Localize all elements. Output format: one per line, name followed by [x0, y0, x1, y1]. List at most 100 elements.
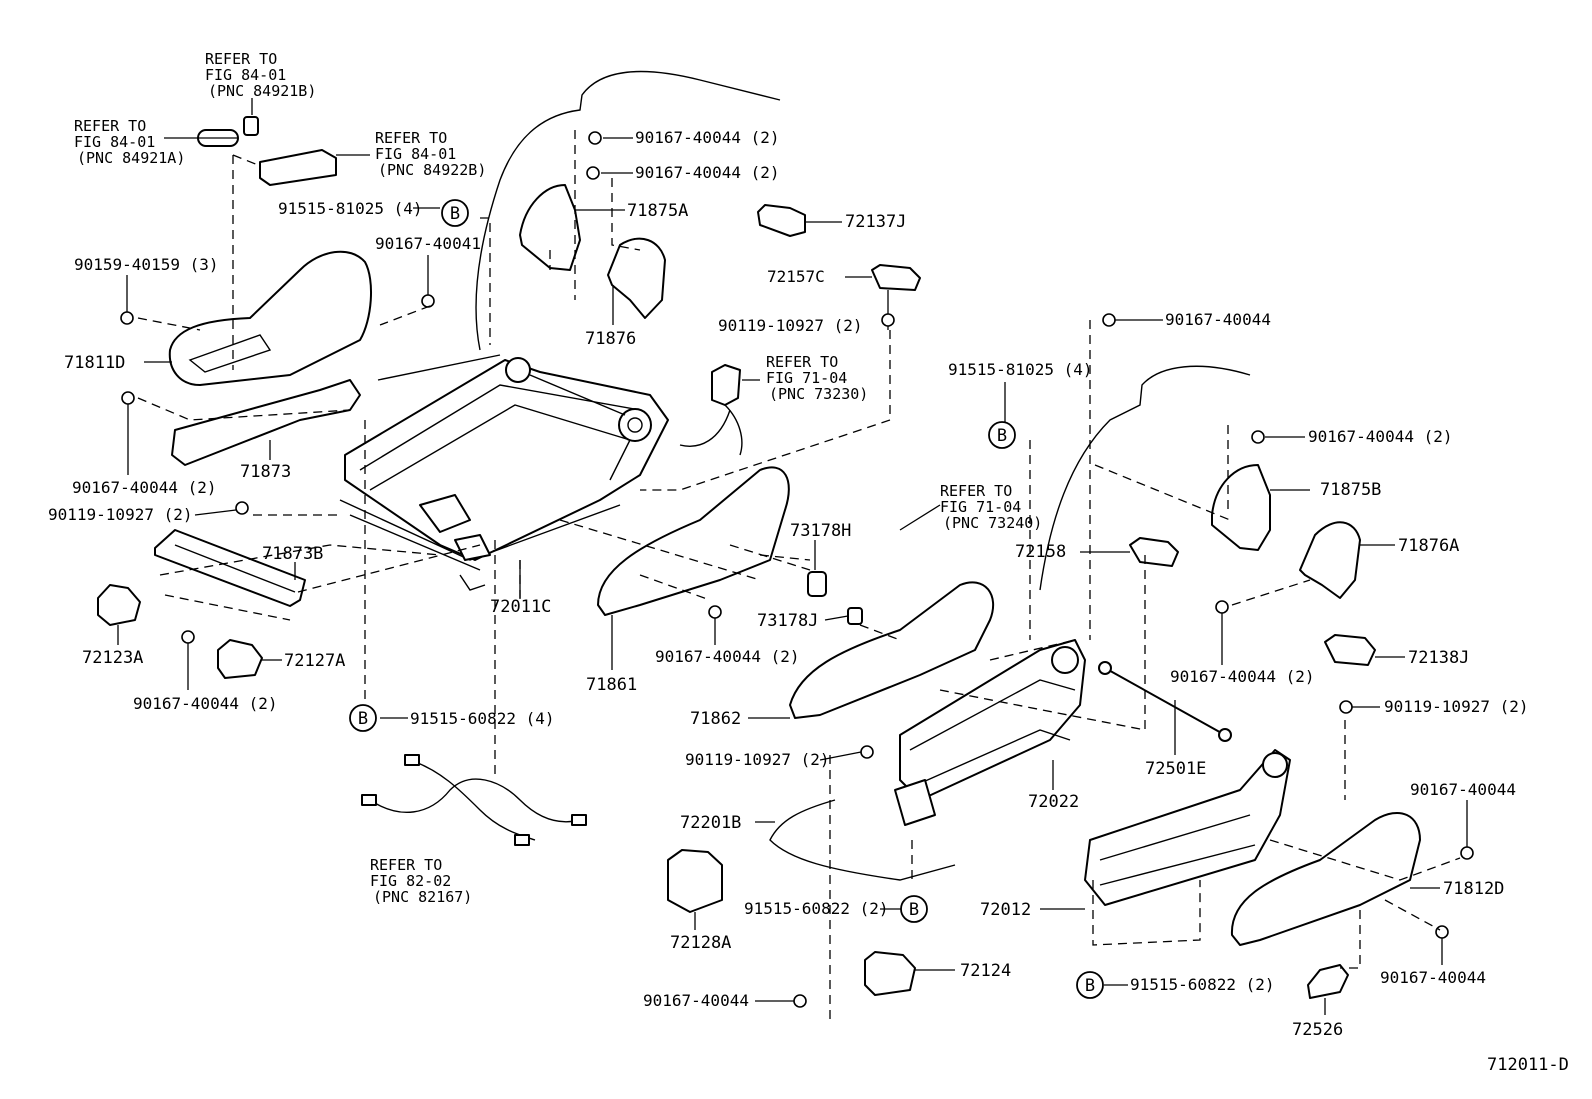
label-90167-40044-2-a: 90167-40044 (2) — [635, 128, 780, 147]
label-72526: 72526 — [1292, 1020, 1343, 1040]
label-72137j: 72137J — [845, 212, 906, 232]
shield-71811d — [168, 250, 373, 386]
callout-b-mid-bottom: B — [900, 895, 928, 923]
label-90167-40044-2-e: 90167-40044 (2) — [655, 647, 800, 666]
refer-block-73240: REFER TO FIG 71-04 (PNC 73240) — [940, 482, 1042, 532]
svg-text:B: B — [1085, 976, 1095, 996]
cap-73178h — [807, 571, 827, 597]
label-90167-40044-2-g: 90167-40044 (2) — [133, 694, 278, 713]
callout-b-left-mid: B — [349, 704, 377, 732]
callout-b-left-top: B — [441, 199, 469, 227]
svg-text:FIG 84-01: FIG 84-01 — [74, 133, 155, 151]
svg-text:REFER TO: REFER TO — [766, 353, 838, 371]
label-72124: 72124 — [960, 961, 1011, 981]
label-90119-10927-2-d: 90119-10927 (2) — [685, 750, 830, 769]
wire-72201b — [769, 799, 956, 881]
label-71873: 71873 — [240, 462, 291, 482]
label-72012: 72012 — [980, 900, 1031, 920]
cap-72124 — [864, 951, 916, 996]
svg-text:B: B — [997, 426, 1007, 446]
label-72157c: 72157C — [767, 267, 825, 286]
bracket-72158 — [1129, 537, 1179, 567]
bar-71873b — [154, 529, 306, 607]
label-90167-40044-bottom: 90167-40044 — [643, 991, 749, 1010]
assembly-dashed-lines — [137, 130, 1461, 1020]
svg-text:REFER TO: REFER TO — [375, 129, 447, 147]
leader-lines — [117, 98, 1468, 1015]
svg-text:REFER TO: REFER TO — [940, 482, 1012, 500]
label-72128a: 72128A — [670, 933, 731, 953]
svg-text:(PNC 84921A): (PNC 84921A) — [77, 149, 185, 167]
label-71875b: 71875B — [1320, 480, 1381, 500]
label-71862: 71862 — [690, 709, 741, 729]
figure-code: 712011-D — [1487, 1055, 1569, 1075]
bar-72501e — [1098, 661, 1232, 742]
label-71875a: 71875A — [627, 201, 688, 221]
label-91515-81025-4-right: 91515-81025 (4) — [948, 360, 1093, 379]
seat-cushion-outline-left — [377, 354, 501, 381]
label-71811d: 71811D — [64, 353, 125, 373]
label-90167-40044-2-c: 90167-40044 (2) — [72, 478, 217, 497]
svg-text:FIG 71-04: FIG 71-04 — [940, 498, 1021, 516]
svg-text:(PNC 73240): (PNC 73240) — [943, 514, 1042, 532]
cover-71876a — [1299, 521, 1361, 599]
label-90119-10927-2-b: 90119-10927 (2) — [48, 505, 193, 524]
label-72501e: 72501E — [1145, 759, 1206, 779]
svg-text:B: B — [909, 900, 919, 920]
label-90167-40041: 90167-40041 — [375, 234, 481, 253]
cap-72127a — [217, 639, 263, 679]
right-seat-frame-72022 — [894, 639, 1086, 826]
label-71861: 71861 — [586, 675, 637, 695]
label-90167-40044-r2: 90167-40044 — [1380, 968, 1486, 987]
label-72011c: 72011C — [490, 597, 551, 617]
right-seatback-outline — [1039, 365, 1251, 591]
label-73178j: 73178J — [757, 611, 818, 631]
label-71812d: 71812D — [1443, 879, 1504, 899]
cover-71812d — [1230, 811, 1421, 946]
label-72022: 72022 — [1028, 792, 1079, 812]
label-90167-40044-r1: 90167-40044 — [1410, 780, 1516, 799]
svg-text:FIG 71-04: FIG 71-04 — [766, 369, 847, 387]
callout-b-right-top: B — [988, 421, 1016, 449]
label-91515-60822-2-a: 91515-60822 (2) — [744, 899, 889, 918]
label-90119-10927-2-c: 90119-10927 (2) — [1384, 697, 1529, 716]
right-seat-track-72012 — [1084, 749, 1291, 906]
cap-73178j — [847, 607, 863, 625]
label-90159-40159-3: 90159-40159 (3) — [74, 255, 219, 274]
callout-b-right-bottom: B — [1076, 971, 1104, 999]
label-90167-40044-top-right: 90167-40044 — [1165, 310, 1271, 329]
label-73178h: 73178H — [790, 521, 851, 541]
label-90167-40044-2-f: 90167-40044 (2) — [1170, 667, 1315, 686]
svg-text:B: B — [358, 709, 368, 729]
svg-text:FIG 82-02: FIG 82-02 — [370, 872, 451, 890]
label-90167-40044-2-d: 90167-40044 (2) — [1308, 427, 1453, 446]
label-91515-81025-4-left: 91515-81025 (4) — [278, 199, 423, 218]
left-seatback-outline — [475, 70, 781, 351]
label-90119-10927-2-a: 90119-10927 (2) — [718, 316, 863, 335]
cover-71875a — [519, 184, 581, 271]
cap-72128a — [667, 849, 723, 913]
label-72123a: 72123A — [82, 648, 143, 668]
cover-71876 — [607, 237, 666, 319]
wire-harness-82167 — [361, 754, 587, 846]
label-91515-60822-4: 91515-60822 (4) — [410, 709, 555, 728]
label-71876: 71876 — [585, 329, 636, 349]
svg-text:REFER TO: REFER TO — [370, 856, 442, 874]
svg-text:FIG 84-01: FIG 84-01 — [375, 145, 456, 163]
refer-block-82167: REFER TO FIG 82-02 (PNC 82167) — [370, 856, 472, 906]
svg-text:B: B — [450, 204, 460, 224]
svg-text:(PNC 73230): (PNC 73230) — [769, 385, 868, 403]
refer-block-84921b: REFER TO FIG 84-01 (PNC 84921B) — [205, 50, 316, 100]
label-72158: 72158 — [1015, 542, 1066, 562]
label-72138j: 72138J — [1408, 648, 1469, 668]
bracket-72138j — [1324, 634, 1376, 666]
refer-block-84921a: REFER TO FIG 84-01 (PNC 84921A) — [74, 117, 185, 167]
label-72127a: 72127A — [284, 651, 345, 671]
part-84921b — [243, 116, 259, 136]
cushion-side-71862 — [789, 581, 995, 719]
part-labels: 90167-40044 (2) 90167-40044 (2) 71875A 7… — [48, 128, 1569, 1075]
label-72201b: 72201B — [680, 813, 741, 833]
svg-text:(PNC 84921B): (PNC 84921B) — [208, 82, 316, 100]
refer-block-73230: REFER TO FIG 71-04 (PNC 73230) — [766, 353, 868, 403]
